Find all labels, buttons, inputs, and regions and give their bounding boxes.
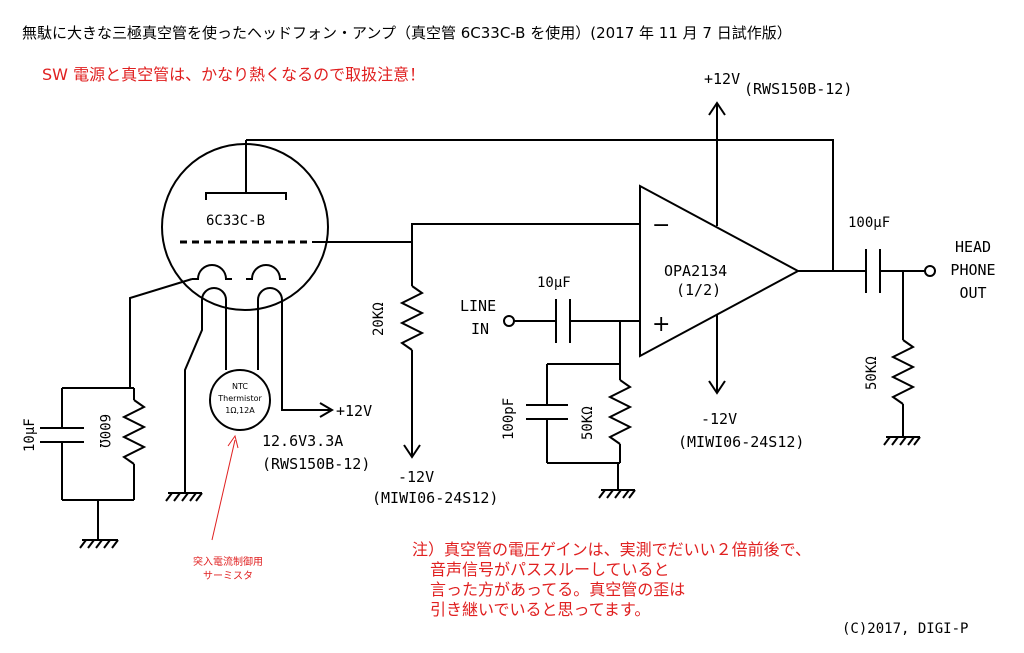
cathode-resistor <box>121 399 147 465</box>
tube-name: 6C33C-B <box>206 213 265 229</box>
arrow-up-icon <box>708 101 726 116</box>
output-resistor <box>890 339 916 405</box>
page-title: 無駄に大きな三極真空管を使ったヘッドフォン・アンプ（真空管 6C33C-B を使… <box>22 24 792 42</box>
ground-icon <box>883 436 921 446</box>
tube-heater-right <box>246 264 286 280</box>
feedback-resistor-label: 20KΩ <box>371 302 387 336</box>
feedback-supply-voltage: -12V <box>398 468 434 486</box>
output-label-line1: HEAD <box>955 238 991 256</box>
feedback-supply-model: (MIWI06-24S12) <box>372 489 498 507</box>
output-label-line3: OUT <box>959 284 986 302</box>
opamp-unit: (1/2) <box>676 281 721 299</box>
opamp-symbol <box>639 184 801 358</box>
cathode-capacitor-label: 10μF <box>22 418 38 452</box>
ground-icon <box>165 492 203 502</box>
cathode-wire <box>129 278 193 388</box>
heater-spec: 12.6V3.3A <box>262 432 343 450</box>
opamp-minus-sign: − <box>652 213 670 238</box>
arrow-right-icon <box>319 402 334 418</box>
note-line3: 言った方があってる。真空管の歪は <box>430 580 685 599</box>
heater-plus-wire <box>281 310 330 411</box>
input-capacitor-label: 10μF <box>537 275 571 291</box>
copyright: (C)2017, DIGI-P <box>842 621 968 637</box>
feedback-wire <box>246 139 834 270</box>
feedback-resistor <box>399 285 425 351</box>
opamp-supply-voltage: -12V <box>701 410 737 428</box>
thermistor-line1: NTC <box>232 382 248 391</box>
thermistor-note-line1: 突入電流制御用 <box>193 555 263 568</box>
thermistor <box>209 369 271 431</box>
vacuum-tube: 6C33C-B <box>161 140 329 311</box>
shunt-capacitor-label: 100pF <box>501 398 517 440</box>
arrow-down-icon <box>708 380 726 395</box>
input-resistor-label: 50KΩ <box>580 406 596 440</box>
top-supply-voltage: +12V <box>704 70 740 88</box>
thermistor-line2: Thermistor <box>217 394 262 403</box>
note-line2: 音声信号がパススルーしていると <box>430 560 670 579</box>
thermistor-note-line2: サーミスタ <box>203 570 253 582</box>
line-in-terminal <box>503 315 515 327</box>
grid-wire <box>312 223 640 243</box>
output-label-line2: PHONE <box>950 261 995 279</box>
tube-plate <box>205 192 287 200</box>
input-resistor <box>607 379 633 445</box>
note-line4: 引き継いでいると思ってます。 <box>430 600 650 619</box>
output-resistor-label: 50KΩ <box>864 356 880 390</box>
thermistor-note-arrow <box>211 439 236 541</box>
tube-filament-pin-right <box>257 287 283 310</box>
cathode-resistor-label: 600Ω <box>96 414 112 448</box>
opamp-supply-model: (MIWI06-24S12) <box>678 433 804 451</box>
heater-supply-model: (RWS150B-12) <box>262 455 370 473</box>
arrow-down-icon <box>403 444 421 459</box>
warning-text: SW 電源と真空管は、かなり熱くなるので取扱注意！ <box>42 65 425 84</box>
opamp-name: OPA2134 <box>664 262 727 280</box>
ground-icon <box>79 539 119 549</box>
opamp-plus-sign: + <box>652 312 670 337</box>
line-in-label-line1: LINE <box>460 297 496 315</box>
tube-filament-pin-left <box>201 287 227 310</box>
note-line1: 注）真空管の電圧ゲインは、実測でだいい２倍前後で、 <box>412 540 811 559</box>
heater-supply-voltage: +12V <box>336 402 372 420</box>
top-supply-model: (RWS150B-12) <box>744 80 852 98</box>
tube-heater-left <box>192 264 232 280</box>
ground-icon <box>598 489 636 499</box>
line-in-label-line2: IN <box>471 320 489 338</box>
headphone-out-terminal <box>924 265 936 277</box>
output-capacitor-label: 100μF <box>848 215 890 231</box>
heater-ground-wire <box>184 310 203 493</box>
thermistor-line3: 1Ω,12A <box>225 406 255 415</box>
